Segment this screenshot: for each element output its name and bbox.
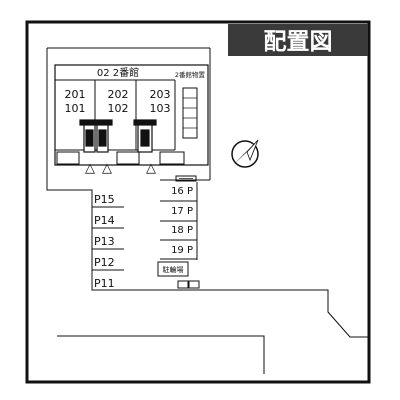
site-boundary	[46, 47, 368, 374]
parking-right-area	[157, 175, 200, 289]
parking-spot-19: 19 P	[171, 245, 193, 256]
parking-spot-p15: P15	[94, 193, 115, 206]
parking-left-area	[92, 206, 124, 271]
unit-203: 203	[150, 88, 171, 101]
unit-102: 102	[108, 102, 129, 115]
title-box	[228, 24, 368, 56]
entrance-symbol: △	[102, 161, 112, 176]
page-title: 配置図	[264, 29, 333, 55]
stairwell-left	[79, 119, 113, 153]
parking-spot-18: 18 P	[171, 225, 193, 236]
parking-spot-p14: P14	[94, 214, 115, 227]
storage-shed	[182, 87, 198, 139]
building-2: 02 2番館 2番館物置 201 101 202 102 203 103	[54, 64, 209, 166]
outer-frame	[25, 20, 371, 384]
unit-202: 202	[108, 88, 129, 101]
parking-spot-17: 17 P	[171, 206, 193, 217]
building-label: 02 2番館	[97, 66, 139, 79]
storage-label: 2番館物置	[175, 70, 206, 79]
bike-parking	[157, 261, 189, 277]
entrance-symbol: △	[85, 161, 95, 176]
parking-spot-p11: P11	[94, 277, 115, 290]
north-arrow-icon	[231, 139, 259, 168]
entrance-symbol: △	[146, 161, 156, 176]
unit-101: 101	[65, 102, 86, 115]
parking-spot-16: 16 P	[171, 186, 193, 197]
unit-201: 201	[65, 88, 86, 101]
bike-parking-label: 駐輪場	[163, 265, 184, 274]
parking-spot-p13: P13	[94, 235, 115, 248]
parking-spot-p12: P12	[94, 256, 115, 269]
building-outline	[54, 64, 209, 166]
stairwell-right	[133, 119, 157, 153]
unit-103: 103	[150, 102, 171, 115]
